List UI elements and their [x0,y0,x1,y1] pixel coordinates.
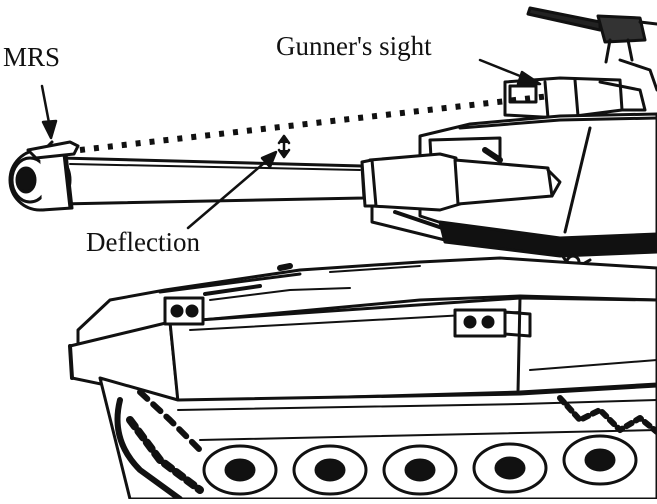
machine-gun-icon [526,6,657,64]
gunners-sight-label: Gunner's sight [276,31,432,61]
mrs-label: MRS [3,42,61,72]
gunners-sight-housing [503,58,657,120]
mrs-device [26,140,80,160]
gun-barrel [8,148,562,212]
sight-line [79,93,551,153]
tracks [98,376,657,502]
deflection-label: Deflection [86,227,200,257]
deflection-marker [277,134,291,159]
label-pointers [40,58,542,230]
hull [68,256,657,404]
